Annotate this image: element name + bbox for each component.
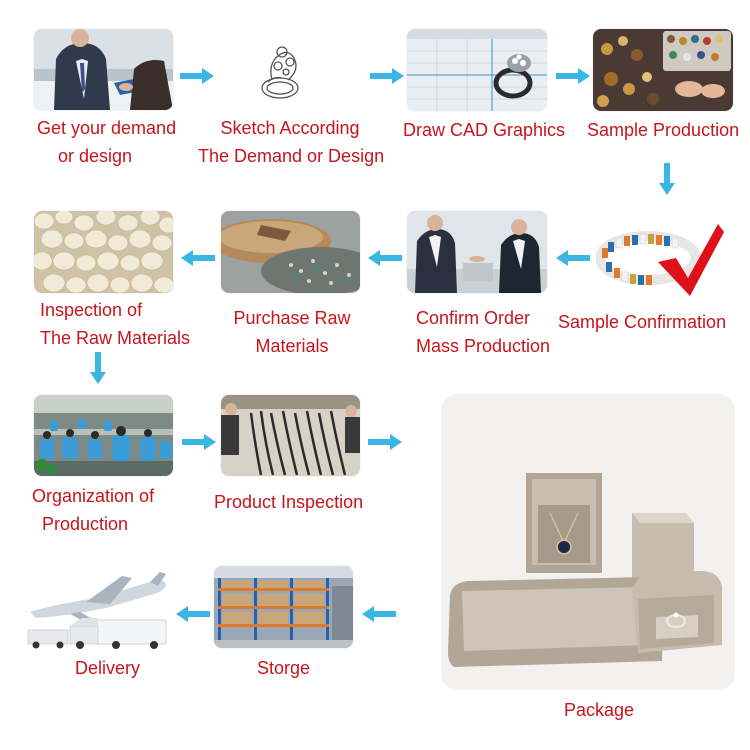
factory-workers-photo (34, 395, 173, 476)
label-purchase: Purchase Raw Materials (218, 304, 366, 360)
sample-line1: Sample Production (587, 120, 740, 140)
arrow-left-1 (181, 250, 215, 266)
label-storge: Storge (257, 654, 310, 682)
arrow-left-4 (362, 606, 396, 622)
arrow-down-2 (90, 352, 106, 384)
confirm-order-line1: Confirm Order (416, 308, 531, 328)
demand-line1: Get your demand (37, 118, 177, 138)
purchase-line2: Materials (255, 336, 329, 356)
inspect-raw-line1: Inspection of (40, 300, 143, 320)
label-inspect-raw: Inspection of The Raw Materials (40, 296, 190, 352)
organize-line2: Production (42, 514, 129, 534)
product-inspect-line1: Product Inspection (214, 492, 364, 512)
necklace-inspection-photo (221, 395, 360, 476)
arrow-right-1 (180, 68, 214, 84)
arrow-left-5 (176, 606, 210, 622)
sketch-line2: The Demand or Design (198, 146, 385, 166)
organize-line1: Organization of (32, 486, 155, 506)
raw-materials-photo (221, 211, 360, 293)
inspect-raw-line2: The Raw Materials (40, 328, 191, 348)
bracelet-check-photo (596, 218, 726, 298)
arrow-left-3 (556, 250, 590, 266)
label-product-inspect: Product Inspection (214, 488, 363, 516)
confirm-sample-line1: Sample Confirmation (558, 312, 727, 332)
arrow-left-2 (368, 250, 402, 266)
cad-line1: Draw CAD Graphics (403, 120, 566, 140)
demand-line2: or design (58, 146, 133, 166)
label-confirm-order: Confirm Order Mass Production (416, 304, 550, 360)
arrow-down-1 (659, 163, 675, 195)
sketch-line1: Sketch According (220, 118, 360, 138)
storge-line1: Storge (257, 658, 311, 678)
label-demand: Get your demand or design (37, 114, 176, 170)
plane-truck-photo (26, 568, 172, 650)
office-meeting-photo (407, 211, 547, 293)
label-sketch: Sketch According The Demand or Design (198, 114, 385, 170)
arrow-right-3 (556, 68, 590, 84)
demand-photo (34, 29, 173, 110)
sketch-photo (238, 38, 328, 108)
package-line1: Package (564, 700, 635, 720)
label-delivery: Delivery (75, 654, 140, 682)
label-cad: Draw CAD Graphics (403, 116, 565, 144)
label-confirm-sample: Sample Confirmation (558, 308, 726, 336)
jewelry-boxes-photo (442, 395, 734, 689)
delivery-line1: Delivery (75, 658, 141, 678)
purchase-line1: Purchase Raw (233, 308, 351, 328)
label-package: Package (564, 696, 634, 724)
label-organize: Organization of Production (32, 482, 154, 538)
cad-photo (407, 29, 547, 111)
label-sample: Sample Production (587, 116, 739, 144)
pearls-photo (34, 211, 173, 293)
warehouse-photo (214, 566, 353, 648)
arrow-right-2 (370, 68, 404, 84)
confirm-order-line2: Mass Production (416, 336, 551, 356)
arrow-right-4 (182, 434, 216, 450)
sample-production-photo (593, 29, 733, 111)
arrow-right-5 (368, 434, 402, 450)
